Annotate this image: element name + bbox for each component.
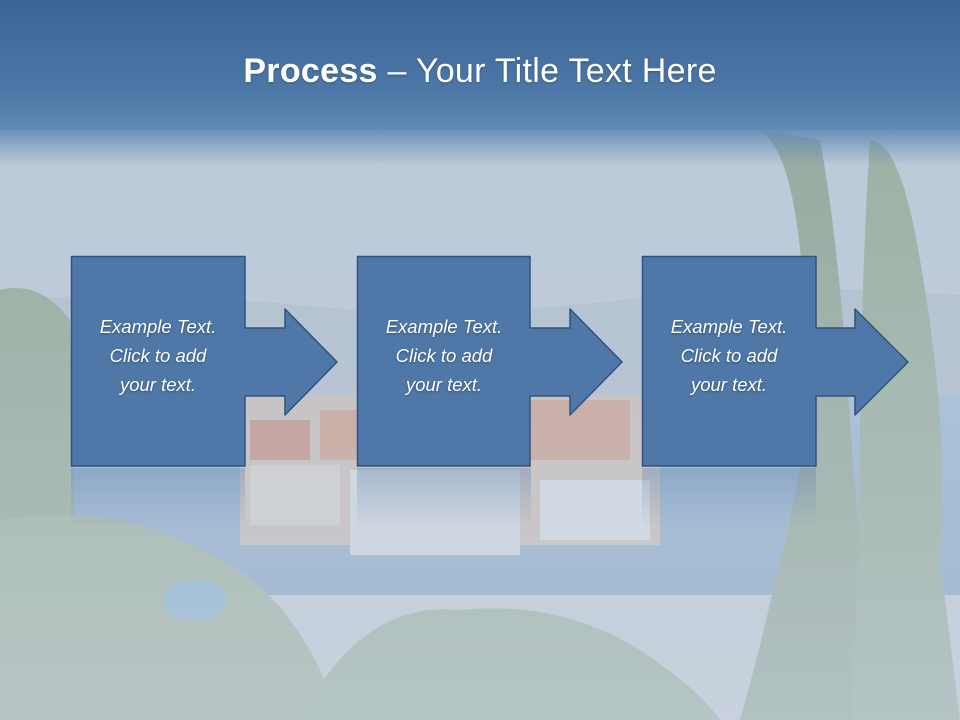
step-line-1: Example Text. (99, 316, 217, 337)
step-2-reflection (357, 468, 531, 528)
process-step-arrow-shape (641, 255, 909, 467)
step-line-2: Click to add (395, 345, 493, 366)
process-step-arrow-shape (356, 255, 623, 467)
step-line-1: Example Text. (385, 316, 503, 337)
slide-title[interactable]: Process – Your Title Text Here (0, 52, 960, 91)
process-step-text[interactable]: Example Text. Click to add your text. (642, 312, 816, 399)
step-line-3: your text. (405, 374, 483, 395)
title-bar (0, 0, 960, 165)
step-line-3: your text. (690, 374, 768, 395)
step-1-reflection (71, 468, 245, 528)
process-step-3[interactable]: Example Text. Click to add your text. (641, 255, 960, 468)
step-line-1: Example Text. (670, 316, 788, 337)
title-rest: – Your Title Text Here (377, 52, 717, 90)
process-step-arrow-shape (70, 255, 338, 467)
step-line-2: Click to add (109, 345, 207, 366)
process-step-2[interactable]: Example Text. Click to add your text. (356, 255, 697, 468)
title-bold: Process (243, 52, 378, 90)
process-step-text[interactable]: Example Text. Click to add your text. (357, 312, 531, 399)
step-line-3: your text. (119, 374, 197, 395)
process-step-1[interactable]: Example Text. Click to add your text. (70, 255, 411, 468)
step-line-2: Click to add (680, 345, 778, 366)
step-3-reflection (642, 468, 816, 528)
process-step-text[interactable]: Example Text. Click to add your text. (71, 312, 245, 399)
